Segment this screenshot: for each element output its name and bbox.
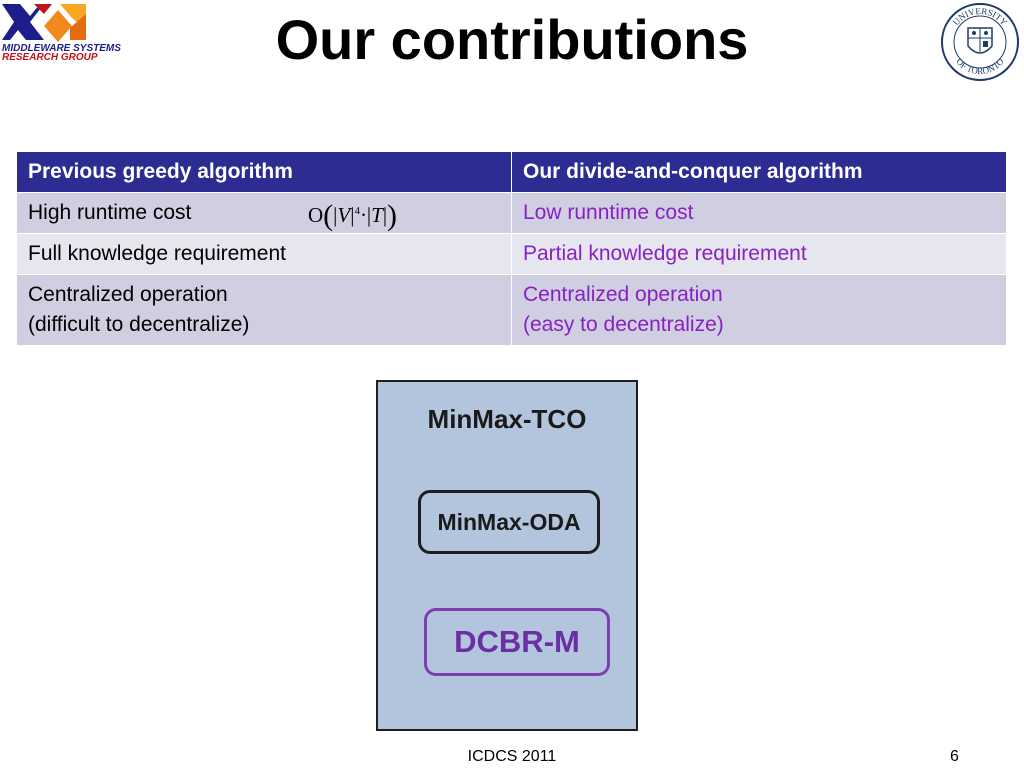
dcbr-m-label: DCBR-M [454,624,580,659]
slide-title: Our contributions [275,8,749,71]
logo-text-line1: MIDDLEWARE SYSTEMS [2,43,121,54]
cell-previous: Full knowledge requirement [16,233,512,275]
minmax-oda-label: MinMax-ODA [437,508,581,535]
cell-ours: Low runntime cost [511,192,1007,234]
cell-text: High runtime cost [28,201,192,224]
cell-text-line1: Centralized operation [28,283,228,306]
cell-text-line2: (easy to decentralize) [523,313,724,336]
cell-ours: Partial knowledge requirement [511,233,1007,275]
minmax-tco-label: MinMax-TCO [427,404,587,434]
header-previous: Previous greedy algorithm [16,151,512,193]
cell-ours: Centralized operation (easy to decentral… [511,274,1007,346]
table-header-row: Previous greedy algorithm Our divide-and… [16,151,1007,193]
cell-previous: Centralized operation (difficult to dece… [16,274,512,346]
table-row: Centralized operation (difficult to dece… [16,274,1007,346]
msrg-logo: MIDDLEWARE SYSTEMS RESEARCH GROUP [0,0,160,64]
minmax-oda-box: MinMax-ODA [418,490,600,554]
comparison-table: Previous greedy algorithm Our divide-and… [16,151,1007,346]
table-row: High runtime cost O(|V|4·|T|) Low runnti… [16,192,1007,234]
footer-page-number: 6 [950,748,959,765]
logo-text-line2: RESEARCH GROUP [2,52,98,63]
university-of-toronto-seal: UNIVERSITY OF TORONTO [941,3,1019,81]
cell-text-line2: (difficult to decentralize) [28,313,250,336]
complexity-formula: O(|V|4·|T|) [308,199,398,232]
msrg-logo-icon [0,0,88,44]
header-ours: Our divide-and-conquer algorithm [511,151,1007,193]
cell-text-line1: Centralized operation [523,283,723,306]
minmax-tco-box: MinMax-TCO MinMax-ODA DCBR-M [376,380,638,731]
dcbr-m-box: DCBR-M [424,608,610,676]
cell-previous: High runtime cost O(|V|4·|T|) [16,192,512,234]
footer-conference: ICDCS 2011 [467,748,557,765]
table-row: Full knowledge requirement Partial knowl… [16,233,1007,275]
